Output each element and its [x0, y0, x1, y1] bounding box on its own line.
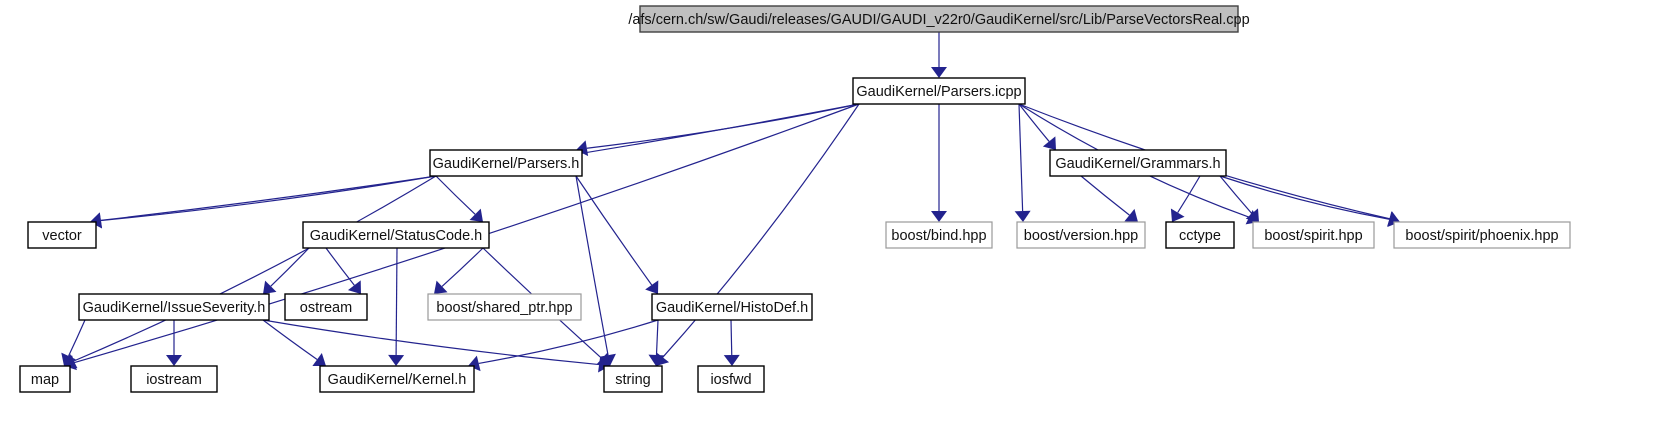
node-box [429, 149, 583, 177]
node-boost-version-hpp[interactable]: boost/version.hpp [1016, 221, 1146, 249]
edge-arrowhead [931, 67, 947, 78]
edge-gaudikernel-parsers-h-to-string [575, 175, 609, 356]
edge-arrowhead [468, 355, 481, 372]
node-cctype[interactable]: cctype [1165, 221, 1235, 249]
edge-arrowhead [1124, 208, 1138, 222]
edge-arrowhead [648, 354, 665, 366]
edge-gaudikernel-parsers-icpp-to-gaudikernel-parsers-h [586, 103, 860, 149]
edge-gaudikernel-issueseverity-h-to-map [68, 319, 86, 357]
edge-arrowhead [312, 353, 326, 366]
node-gaudikernel-parsers-h[interactable]: GaudiKernel/Parsers.h [429, 149, 583, 177]
edge-arrowhead [723, 354, 740, 366]
node-string[interactable]: string [603, 365, 663, 393]
edge-gaudikernel-grammars-h-to-cctype [1177, 175, 1201, 213]
node-layer: /afs/cern.ch/sw/Gaudi/releases/GAUDI/GAU… [19, 5, 1571, 393]
edge-layer [61, 32, 1400, 373]
node-gaudikernel-kernel-h[interactable]: GaudiKernel/Kernel.h [319, 365, 475, 393]
edge-gaudikernel-statuscode-h-to-gaudikernel-kernel-h [395, 247, 398, 356]
node-box [78, 293, 270, 321]
edge-gaudikernel-parsers-icpp-to-boost-version-hpp [1018, 103, 1024, 212]
node-vector[interactable]: vector [27, 221, 97, 249]
node-boost-bind-hpp[interactable]: boost/bind.hpp [885, 221, 993, 249]
edge-gaudikernel-parsers-h-to-map [73, 175, 437, 362]
node-ostream[interactable]: ostream [284, 293, 368, 321]
edge-gaudikernel-issueseverity-h-to-string [262, 319, 600, 366]
edge-arrowhead [1042, 136, 1056, 150]
edge-arrowhead [388, 354, 405, 366]
edge-arrowhead [347, 280, 361, 294]
edge-gaudikernel-parsers-icpp-to-gaudikernel-grammars-h [1018, 103, 1050, 142]
edge-gaudikernel-histodef-h-to-gaudikernel-kernel-h [478, 319, 659, 365]
node-box [651, 293, 813, 321]
node-box [302, 221, 490, 249]
node-box [1393, 221, 1571, 249]
node-boost-spirit-hpp[interactable]: boost/spirit.hpp [1252, 221, 1375, 249]
node-gaudikernel-issueseverity-h[interactable]: GaudiKernel/IssueSeverity.h [78, 293, 270, 321]
node-box [697, 365, 765, 393]
node-boost-spirit-phoenix-hpp[interactable]: boost/spirit/phoenix.hpp [1393, 221, 1571, 249]
edge-gaudikernel-grammars-h-to-boost-spirit-hpp [1219, 175, 1253, 215]
edge-arrowhead [469, 208, 483, 222]
node-box [19, 365, 71, 393]
node-box [1165, 221, 1235, 249]
node-iosfwd[interactable]: iosfwd [697, 365, 765, 393]
node-box [852, 77, 1026, 105]
edge-gaudikernel-parsers-h-to-vector [100, 175, 437, 222]
node-boost-shared-ptr-hpp[interactable]: boost/shared_ptr.hpp [427, 293, 582, 321]
node-box [603, 365, 663, 393]
node-box [130, 365, 218, 393]
edge-gaudikernel-issueseverity-h-to-gaudikernel-kernel-h [262, 319, 318, 361]
edge-gaudikernel-histodef-h-to-string [655, 319, 659, 356]
node-box [1016, 221, 1146, 249]
edge-arrowhead [61, 352, 76, 366]
edge-gaudikernel-parsers-icpp-to-string [662, 103, 860, 358]
node-box [427, 293, 582, 321]
node-box [1049, 149, 1227, 177]
node-box [885, 221, 993, 249]
edge-gaudikernel-statuscode-h-to-gaudikernel-issueseverity-h [270, 247, 310, 287]
edge-arrowhead [931, 211, 947, 222]
edge-arrowhead [1014, 210, 1031, 222]
node-box [1252, 221, 1375, 249]
node-gaudikernel-statuscode-h[interactable]: GaudiKernel/StatusCode.h [302, 221, 490, 249]
edge-arrowhead [1245, 208, 1259, 222]
node-map[interactable]: map [19, 365, 71, 393]
edge-gaudikernel-statuscode-h-to-ostream [325, 247, 355, 286]
node-afs-cern-ch-sw-gaudi-releases-gaudi-gaudi-v22r0-[interactable]: /afs/cern.ch/sw/Gaudi/releases/GAUDI/GAU… [628, 5, 1250, 33]
node-box [27, 221, 97, 249]
node-box [284, 293, 368, 321]
node-box [319, 365, 475, 393]
edge-arrowhead [598, 356, 610, 373]
edge-arrowhead [434, 280, 448, 294]
edge-arrowhead [1170, 208, 1185, 222]
edge-arrowhead [166, 355, 182, 366]
edge-gaudikernel-statuscode-h-to-boost-shared-ptr-hpp [441, 247, 484, 287]
edge-gaudikernel-parsers-h-to-gaudikernel-statuscode-h [435, 175, 476, 215]
node-gaudikernel-histodef-h[interactable]: GaudiKernel/HistoDef.h [651, 293, 813, 321]
edge-gaudikernel-grammars-h-to-boost-version-hpp [1080, 175, 1130, 216]
edge-gaudikernel-parsers-h-to-gaudikernel-histodef-h [575, 175, 653, 286]
edge-arrowhead [90, 212, 102, 229]
node-gaudikernel-grammars-h[interactable]: GaudiKernel/Grammars.h [1049, 149, 1227, 177]
edge-arrowhead [645, 280, 659, 294]
node-gaudikernel-parsers-icpp[interactable]: GaudiKernel/Parsers.icpp [852, 77, 1026, 105]
node-iostream[interactable]: iostream [130, 365, 218, 393]
node-box [639, 5, 1239, 33]
edge-arrowhead [263, 280, 277, 294]
edge-gaudikernel-grammars-h-to-boost-spirit-phoenix-hpp [1219, 175, 1390, 220]
edge-gaudikernel-histodef-h-to-iosfwd [730, 319, 733, 356]
